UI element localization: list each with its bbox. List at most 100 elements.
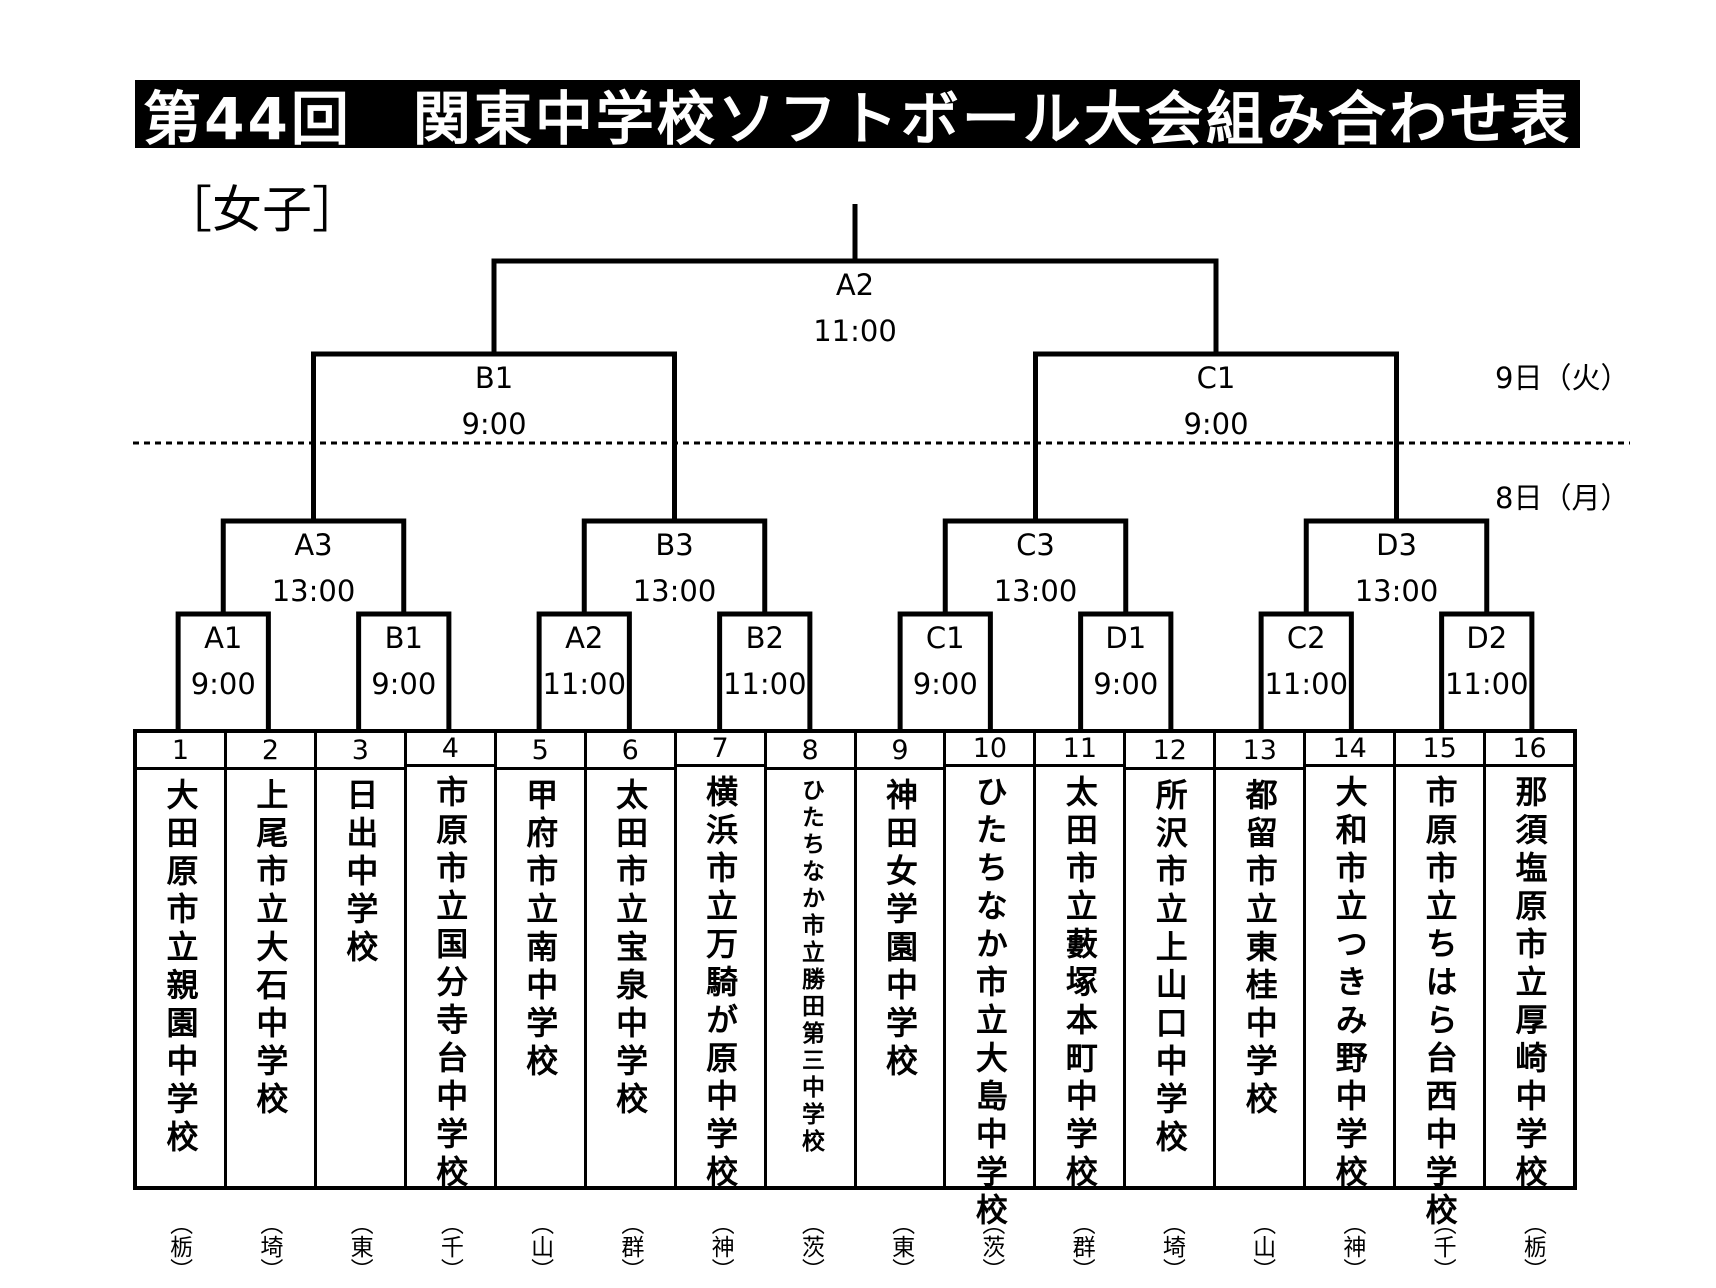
match-id: C3 xyxy=(1016,528,1055,562)
prefecture-label: （山） xyxy=(526,1212,553,1281)
prefecture-cell: （神） xyxy=(1306,1212,1396,1281)
match-id: C1 xyxy=(1197,361,1236,395)
prefecture-cell: （東） xyxy=(855,1212,945,1281)
prefecture-cell: （東） xyxy=(314,1212,404,1281)
team-name-cell: 市原市立ちはら台西中学校 xyxy=(1396,767,1483,1231)
team-number: 10 xyxy=(946,733,1034,767)
team-number: 11 xyxy=(1036,733,1124,767)
match-time: 13:00 xyxy=(994,574,1078,608)
match-id: B1 xyxy=(475,361,513,395)
team-column: 9 神田女学園中学校 xyxy=(853,733,944,1186)
match-time: 9:00 xyxy=(1183,407,1248,441)
prefecture-label: （東） xyxy=(887,1212,914,1281)
team-name: 太田市立宝泉中学校 xyxy=(611,778,650,1120)
team-number: 6 xyxy=(586,733,674,770)
team-number: 14 xyxy=(1306,733,1394,767)
match-time: 11:00 xyxy=(723,667,807,701)
match-id: D2 xyxy=(1466,621,1507,655)
team-column: 10 ひたちなか市立大島中学校 xyxy=(943,733,1034,1231)
team-name: 那須塩原市立厚崎中学校 xyxy=(1510,775,1549,1193)
team-name-cell: 甲府市立南中学校 xyxy=(497,770,584,1186)
team-name-cell: 所沢市立上山口中学校 xyxy=(1126,770,1213,1186)
team-name: 市原市立ちはら台西中学校 xyxy=(1420,775,1459,1231)
team-name: ひたちなか市立大島中学校 xyxy=(970,775,1009,1231)
prefecture-label: （茨） xyxy=(977,1212,1004,1281)
prefecture-cell: （群） xyxy=(584,1212,674,1281)
match-time: 9:00 xyxy=(913,667,978,701)
team-name: 所沢市立上山口中学校 xyxy=(1150,778,1189,1158)
team-number: 15 xyxy=(1396,733,1484,767)
team-column: 6 太田市立宝泉中学校 xyxy=(583,733,674,1186)
match-time: 9:00 xyxy=(371,667,436,701)
team-name-cell: 上尾市立大石中学校 xyxy=(227,770,314,1186)
team-name-cell: 市原市立国分寺台中学校 xyxy=(407,767,494,1193)
team-name: ひたちなか市立勝田第三中学校 xyxy=(797,778,824,1156)
team-name: 市原市立国分寺台中学校 xyxy=(431,775,470,1193)
prefecture-label: （群） xyxy=(616,1212,643,1281)
team-number: 2 xyxy=(226,733,314,770)
match-id: D3 xyxy=(1376,528,1417,562)
match-id: A1 xyxy=(204,621,242,655)
match-id: B2 xyxy=(746,621,784,655)
team-name: 大田原市立親園中学校 xyxy=(161,778,200,1158)
match-time: 9:00 xyxy=(1093,667,1158,701)
title-bar: 第44回 関東中学校ソフトボール大会組み合わせ表 xyxy=(135,80,1580,153)
prefecture-label: （山） xyxy=(1248,1212,1275,1281)
prefecture-cell: （神） xyxy=(675,1212,765,1281)
team-column: 12 所沢市立上山口中学校 xyxy=(1123,733,1214,1186)
match-time: 11:00 xyxy=(1445,667,1529,701)
prefecture-label: （千） xyxy=(1429,1212,1456,1281)
team-name: 甲府市立南中学校 xyxy=(521,778,560,1082)
team-number: 5 xyxy=(496,733,584,770)
match-time: 11:00 xyxy=(813,314,897,348)
match-time: 9:00 xyxy=(461,407,526,441)
match-id: C2 xyxy=(1287,621,1326,655)
match-time: 13:00 xyxy=(272,574,356,608)
team-name: 神田女学園中学校 xyxy=(880,778,919,1082)
prefecture-label: （栃） xyxy=(1519,1212,1546,1281)
match-time: 13:00 xyxy=(633,574,717,608)
team-name-cell: ひたちなか市立勝田第三中学校 xyxy=(767,770,854,1186)
prefecture-label: （埼） xyxy=(1158,1212,1185,1281)
match-time: 11:00 xyxy=(1264,667,1348,701)
page-title: 第44回 関東中学校ソフトボール大会組み合わせ表 xyxy=(143,85,1572,153)
team-number: 13 xyxy=(1216,733,1304,770)
prefecture-label: （埼） xyxy=(255,1212,282,1281)
match-id: C1 xyxy=(926,621,965,655)
prefecture-cell: （栃） xyxy=(1487,1212,1577,1281)
team-name-cell: 那須塩原市立厚崎中学校 xyxy=(1486,767,1573,1193)
prefecture-cell: （埼） xyxy=(223,1212,313,1281)
prefecture-label: （東） xyxy=(346,1212,373,1281)
prefecture-cell: （栃） xyxy=(133,1212,223,1281)
match-id: B1 xyxy=(385,621,423,655)
day-label-monday: 8日（月） xyxy=(1495,481,1630,515)
team-name-cell: 太田市立宝泉中学校 xyxy=(587,770,674,1186)
prefecture-cell: （埼） xyxy=(1126,1212,1216,1281)
prefecture-label: （千） xyxy=(436,1212,463,1281)
team-number: 3 xyxy=(316,733,404,770)
team-name-cell: 大田原市立親園中学校 xyxy=(137,770,224,1186)
team-name-cell: 神田女学園中学校 xyxy=(857,770,944,1186)
team-name: 横浜市立万騎が原中学校 xyxy=(701,775,740,1193)
team-name-cell: 大和市立つきみ野中学校 xyxy=(1306,767,1393,1193)
prefecture-cell: （茨） xyxy=(765,1212,855,1281)
prefecture-cell: （茨） xyxy=(945,1212,1035,1281)
prefecture-cell: （群） xyxy=(1036,1212,1126,1281)
team-name-cell: 日出中学校 xyxy=(317,770,404,1186)
team-number: 9 xyxy=(856,733,944,770)
team-number: 12 xyxy=(1126,733,1214,770)
prefecture-label: （神） xyxy=(1338,1212,1365,1281)
section-label: ［女子］ xyxy=(162,181,362,239)
prefecture-cell: （千） xyxy=(404,1212,494,1281)
match-id: A2 xyxy=(565,621,603,655)
team-column: 5 甲府市立南中学校 xyxy=(493,733,584,1186)
team-number: 4 xyxy=(406,733,494,767)
prefecture-row: （栃）（埼）（東）（千）（山）（群）（神）（茨）（東）（茨）（群）（埼）（山）（… xyxy=(133,1212,1577,1281)
